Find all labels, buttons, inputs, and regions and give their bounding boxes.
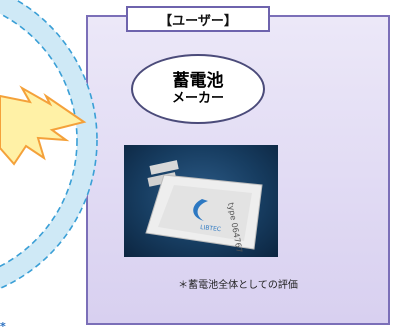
battery-tab-1 (149, 160, 179, 175)
starburst (0, 85, 87, 166)
battery-logo-text: LIBTEC (200, 224, 221, 233)
battery-logo-icon (193, 199, 208, 221)
corner-glyph: * (0, 320, 6, 333)
battery-photo: LIBTEC type 064767 (124, 145, 278, 257)
battery-label-area (158, 185, 252, 241)
ring-inner-dash (0, 12, 78, 268)
ring-outer-dash (0, 0, 98, 290)
category-oval: 蓄電池 メーカー (131, 54, 265, 124)
category-line1: 蓄電池 (172, 71, 224, 91)
ring-band (0, 0, 97, 289)
category-line2: メーカー (171, 91, 224, 107)
role-tab: 【ユーザー】 (126, 6, 270, 32)
caption: ＊蓄電池全体としての評価 (178, 280, 298, 291)
